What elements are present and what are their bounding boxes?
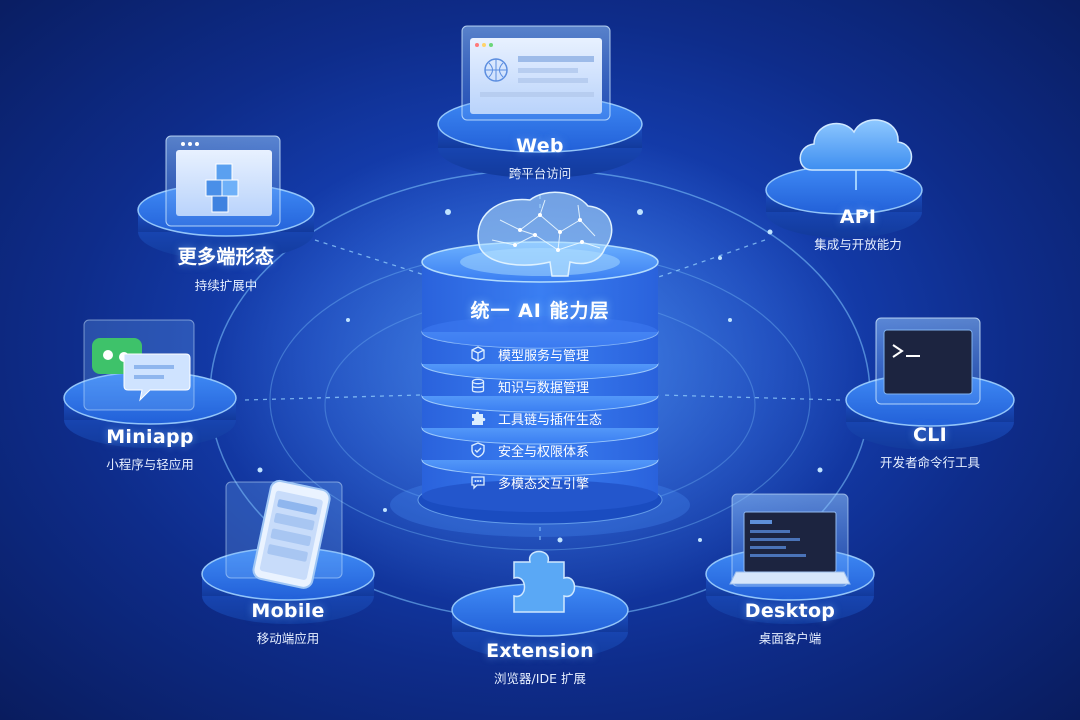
- database-icon: [470, 378, 486, 394]
- node-api: [765, 119, 923, 238]
- chat-bubbles-icon: [83, 319, 195, 411]
- core-stack: [390, 191, 690, 537]
- node-web: [437, 25, 643, 178]
- node-title: API: [839, 206, 877, 228]
- laptop-icon: [729, 493, 851, 587]
- node-subtitle: 持续扩展中: [194, 278, 258, 293]
- node-desktop-label: Desktop 桌面客户端: [670, 600, 910, 647]
- node-title: Miniapp: [106, 426, 194, 448]
- cloud-icon: [799, 119, 913, 190]
- node-api-label: API 集成与开放能力: [738, 206, 978, 253]
- node-cli-label: CLI 开发者命令行工具: [810, 424, 1050, 471]
- node-title: Desktop: [744, 600, 836, 622]
- brain-icon: [460, 191, 620, 277]
- core-title: 统一 AI 能力层: [470, 300, 610, 322]
- node-title: CLI: [912, 424, 948, 446]
- node-extension-label: Extension 浏览器/IDE 扩展: [420, 640, 660, 687]
- node-extension: [451, 550, 629, 660]
- cubes-icon: [165, 135, 281, 227]
- node-subtitle: 浏览器/IDE 扩展: [494, 671, 586, 686]
- node-subtitle: 跨平台访问: [508, 166, 572, 181]
- terminal-icon: [875, 317, 981, 405]
- core-layer-label: 知识与数据管理: [498, 380, 590, 396]
- core-layer-tools: 工具链与插件生态: [470, 407, 670, 429]
- puzzle-icon: [470, 410, 486, 426]
- core-layers: [421, 241, 659, 512]
- node-title: 更多端形态: [177, 246, 275, 268]
- core-layer-model: 模型服务与管理: [470, 343, 670, 365]
- node-subtitle: 集成与开放能力: [814, 237, 902, 252]
- core-layer-multimodal: 多模态交互引擎: [470, 471, 670, 493]
- node-subtitle: 桌面客户端: [758, 631, 822, 646]
- node-desktop: [705, 493, 875, 624]
- node-subtitle: 开发者命令行工具: [879, 455, 980, 470]
- core-layer-label: 工具链与插件生态: [498, 412, 603, 428]
- core-layer-label: 模型服务与管理: [498, 348, 590, 364]
- shield-icon: [470, 442, 486, 458]
- node-subtitle: 移动端应用: [256, 631, 320, 646]
- node-subtitle: 小程序与轻应用: [106, 457, 194, 472]
- puzzle-icon: [513, 550, 576, 613]
- node-title: Web: [516, 135, 564, 157]
- core-layer-knowledge: 知识与数据管理: [470, 375, 670, 397]
- core-layer-label: 多模态交互引擎: [498, 476, 590, 492]
- node-title: Mobile: [251, 600, 325, 622]
- cube-icon: [470, 346, 486, 362]
- node-mobile-label: Mobile 移动端应用: [168, 600, 408, 647]
- core-layer-label: 安全与权限体系: [498, 444, 590, 460]
- core-layer-security: 安全与权限体系: [470, 439, 670, 461]
- node-miniapp: [63, 319, 237, 448]
- chat-icon: [470, 474, 486, 490]
- smartphone-icon: [225, 479, 343, 589]
- node-web-label: Web 跨平台访问: [420, 135, 660, 182]
- node-more-label: 更多端形态 持续扩展中: [106, 242, 346, 294]
- node-mobile: [201, 479, 375, 624]
- browser-window-icon: [461, 25, 611, 121]
- node-miniapp-label: Miniapp 小程序与轻应用: [30, 426, 270, 473]
- node-cli: [845, 317, 1015, 450]
- node-more: [137, 135, 315, 260]
- node-title: Extension: [486, 640, 594, 662]
